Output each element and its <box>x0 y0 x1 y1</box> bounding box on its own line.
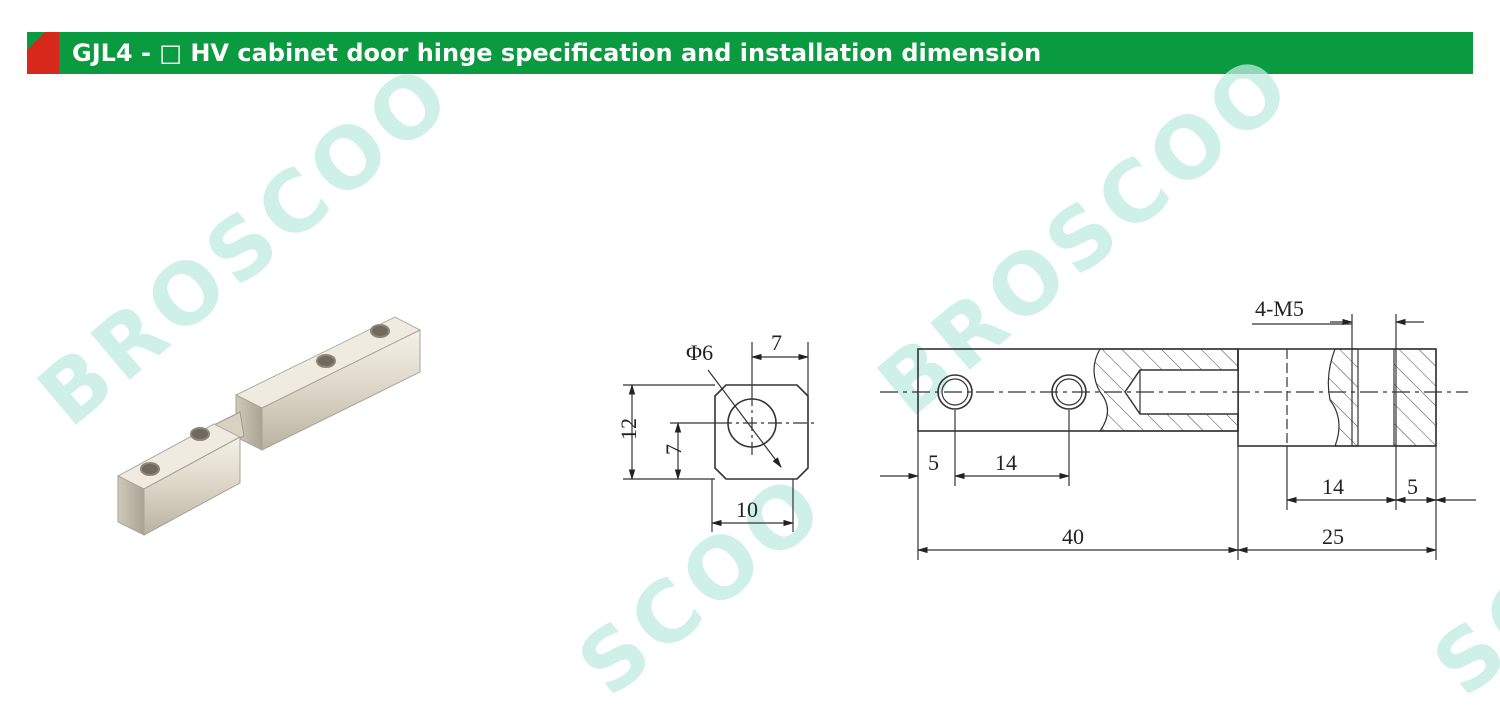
technical-drawing: Φ6 7 12 7 10 <box>116 296 1476 560</box>
title-bar: GJL4 - □ HV cabinet door hinge specifica… <box>27 32 1473 74</box>
end-view-top-width: 7 <box>771 330 782 355</box>
end-view-drawing <box>623 342 814 532</box>
end-view-diameter-label: Φ6 <box>686 340 713 365</box>
side-view-drawing <box>880 314 1476 560</box>
hinge-photo <box>116 316 422 536</box>
side-view-thread-label: 4-M5 <box>1255 296 1304 321</box>
side-view-edge-dim: 5 <box>928 450 939 475</box>
side-view-hole-spacing-left: 14 <box>995 450 1017 475</box>
page-title: GJL4 - □ HV cabinet door hinge specifica… <box>72 39 1042 67</box>
side-view-left-length: 40 <box>1062 524 1084 549</box>
side-view-hole-spacing-right: 14 <box>1322 474 1344 499</box>
side-view-right-length: 25 <box>1322 524 1344 549</box>
end-view-total-height: 12 <box>616 418 641 440</box>
side-view-right-edge: 5 <box>1407 474 1418 499</box>
end-view-bottom-width: 10 <box>736 497 758 522</box>
end-view-hole-height: 7 <box>661 444 686 455</box>
